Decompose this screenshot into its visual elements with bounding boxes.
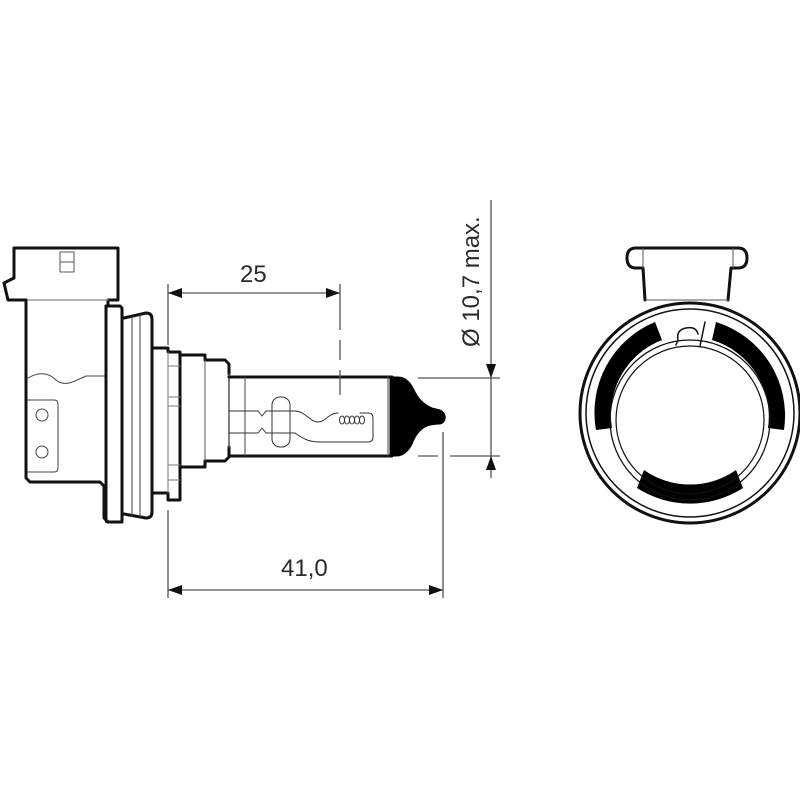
base-step-1: [178, 353, 231, 376]
dimension-arrows: [168, 288, 496, 595]
arrow-41-right: [429, 585, 443, 595]
arrow-dia-down: [486, 364, 496, 378]
contact-hole-1: [35, 408, 49, 422]
arrow-25-right: [326, 288, 340, 298]
lead-wire-lower: [228, 412, 374, 443]
contact-plate: [27, 399, 59, 473]
dimension-label-41: 41,0: [281, 555, 328, 582]
dimension-label-25: 25: [240, 261, 267, 288]
base-collar: [150, 346, 182, 502]
seal-ring: [122, 311, 154, 520]
dimension-label-diameter: Ø 10,7 max.: [458, 216, 485, 347]
lead-wire-upper: [228, 410, 339, 423]
pinch-seal: [271, 396, 291, 448]
end-view-connector: [625, 246, 749, 302]
contact-hole-2: [35, 445, 49, 459]
side-view: [2, 246, 446, 524]
arrow-25-left: [168, 288, 182, 298]
flange-plate: [104, 304, 124, 524]
end-view-inner-ring: [609, 339, 771, 501]
arrow-41-left: [168, 585, 182, 595]
dimension-lines: [167, 200, 500, 598]
filament-coil: [339, 415, 365, 425]
connector-housing: [12, 246, 120, 307]
end-view: [578, 246, 800, 525]
black-tip-cap: [389, 376, 446, 457]
arrow-dia-up: [486, 456, 496, 470]
key-notch: [675, 326, 699, 346]
